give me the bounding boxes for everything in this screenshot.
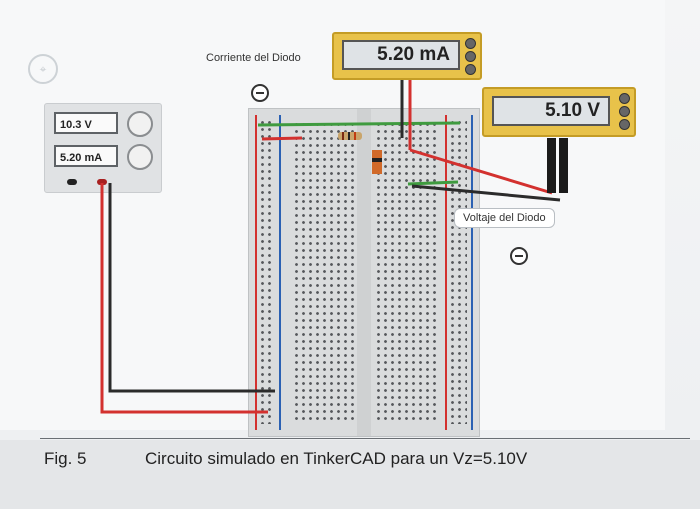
caption-rule [40,438,690,439]
voltmeter-jack-2[interactable] [619,106,630,117]
wires-layer [100,76,568,414]
terminal-holes-right [375,121,439,421]
figure-caption: Circuito simulado en TinkerCAD para un V… [145,449,528,468]
wire-red-top [261,136,303,141]
voltmeter-display: 5.10 V [492,96,610,126]
rail-blue-right [471,115,473,430]
wire-green-top [257,121,461,127]
ammeter-label: Corriente del Diodo [206,52,301,64]
psu-current-display: 5.20 mA [54,145,118,167]
ammeter[interactable]: 5.20 mA [332,32,482,80]
terminal-holes-left [293,121,355,421]
figure-number: Fig. 5 [44,449,87,468]
voltmeter[interactable]: 5.10 V [482,87,636,137]
minus-icon[interactable] [510,247,528,265]
wire-black-psu [108,183,275,393]
ammeter-jack-2[interactable] [465,51,476,62]
psu-negative-terminal[interactable] [67,179,77,185]
rail-red-right [445,115,447,430]
voltmeter-jack-3[interactable] [619,119,630,130]
voltmeter-label: Voltaje del Diodo [454,208,555,228]
voltmeter-probe-right [559,138,568,193]
wire-voltmeter-red [409,148,553,195]
psu-voltage-display: 10.3 V [54,112,118,134]
wire-voltmeter-black [411,184,561,202]
rail-blue-left [279,115,281,430]
rail-holes-right [449,119,467,424]
rail-red-left [255,115,257,430]
zener-band [372,158,382,162]
breadboard[interactable] [248,108,480,437]
current-knob[interactable] [127,144,153,170]
wire-green-lower [407,180,459,186]
minus-icon[interactable] [251,84,269,102]
voltmeter-probe-left [547,138,556,193]
ammeter-jack-1[interactable] [465,38,476,49]
ammeter-display: 5.20 mA [342,40,460,70]
power-supply[interactable]: 10.3 V 5.20 mA [44,103,162,193]
tinkercad-screen: ⌖ 10.3 V 5.20 mA [0,0,700,440]
voltmeter-jack-1[interactable] [619,93,630,104]
rail-holes-left [259,119,275,424]
ammeter-jack-3[interactable] [465,64,476,75]
center-channel [357,109,371,436]
voltage-knob[interactable] [127,111,153,137]
pin-icon[interactable]: ⌖ [28,54,58,84]
wire-red-psu [100,183,268,414]
psu-positive-terminal[interactable] [97,179,107,185]
